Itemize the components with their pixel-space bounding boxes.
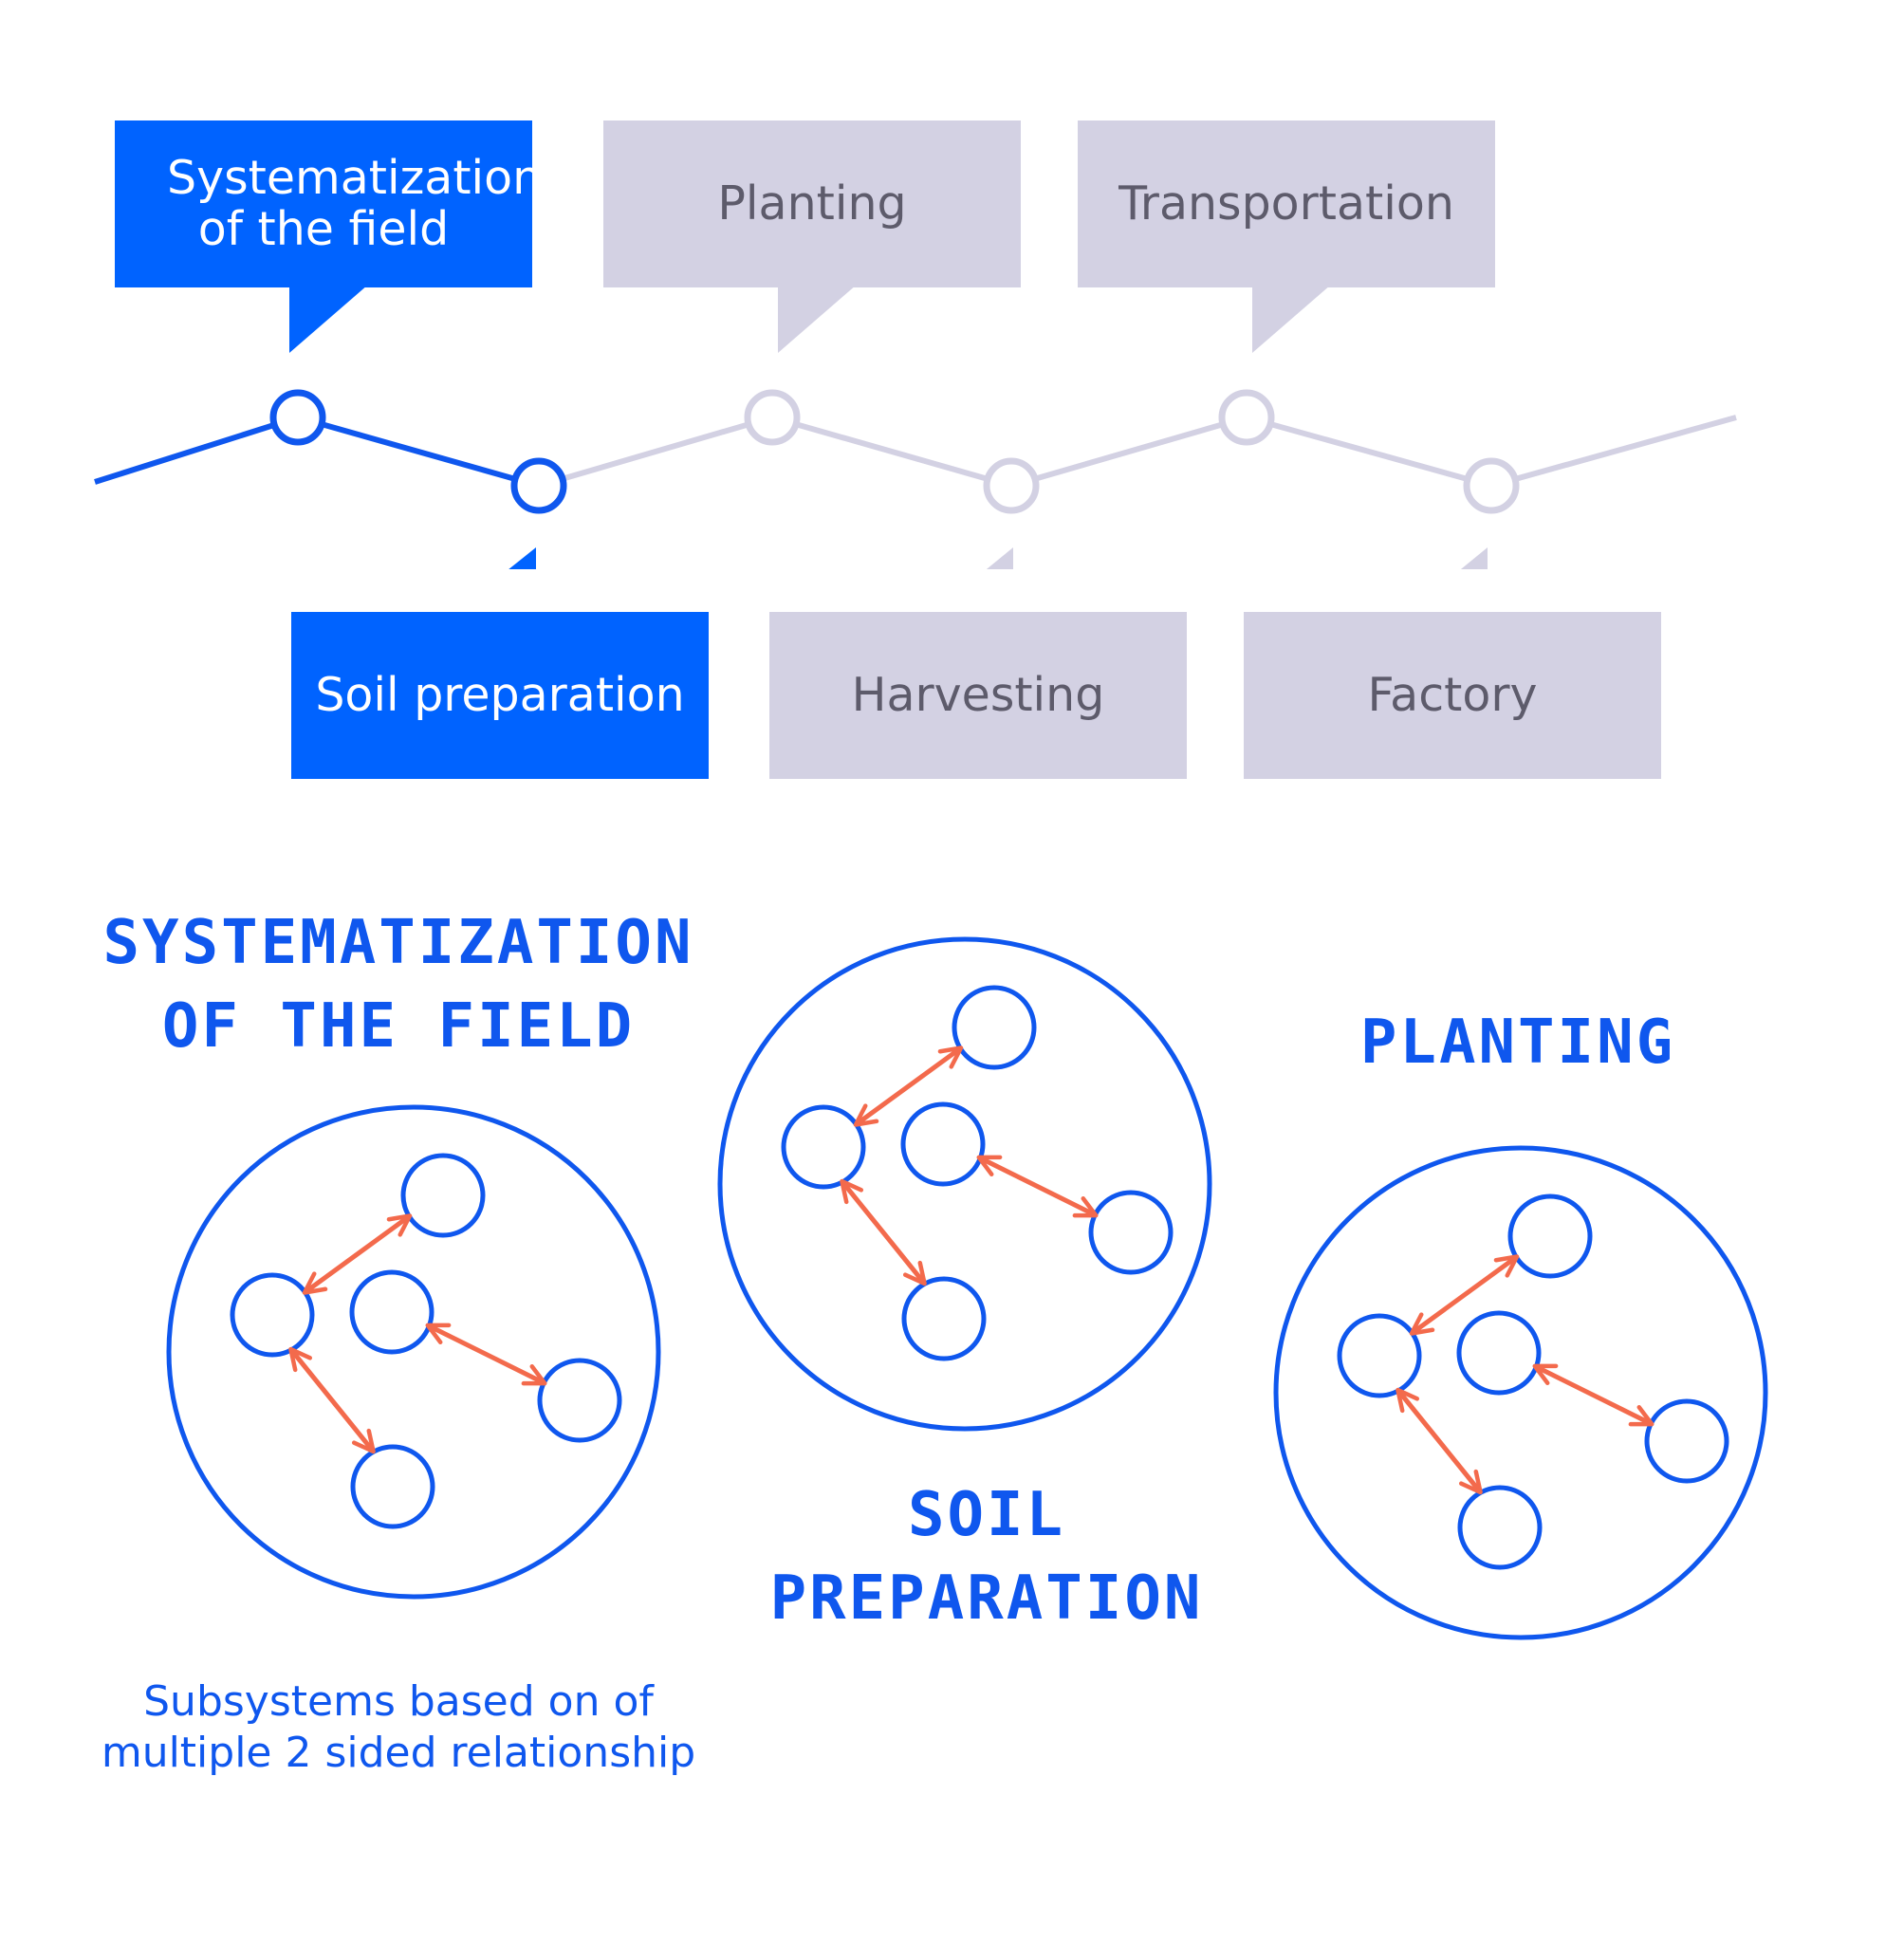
subsystem-node [537, 1358, 622, 1443]
timeline-node [510, 457, 567, 514]
stage-label: Harvesting [851, 668, 1105, 723]
relationship-arrow [425, 1323, 547, 1386]
caption-line: Subsystems based on of [143, 1677, 654, 1726]
stage-label: Factory [1367, 668, 1538, 723]
subsystem-node [1456, 1310, 1542, 1396]
subsystem-title-planting: PLANTING [1281, 1001, 1755, 1084]
stage-transportation: Transportation [1078, 120, 1495, 287]
relationship-arrow [1532, 1363, 1654, 1427]
bubble-tail [289, 285, 368, 353]
subsystem-node [1507, 1194, 1593, 1279]
stage-factory: Factory [1244, 612, 1661, 779]
caption-line: multiple 2 sided relationship [101, 1729, 696, 1777]
subsystems-caption: Subsystems based on of multiple 2 sided … [66, 1676, 730, 1779]
stage-planting: Planting [603, 120, 1021, 287]
stage-label: Planting [717, 176, 907, 231]
bubble-tail [1460, 547, 1488, 569]
timeline-segment [297, 415, 540, 489]
subsystem-node [900, 1101, 986, 1187]
timeline-node [744, 389, 801, 446]
bubble-tail [508, 547, 536, 569]
timeline-node [1463, 457, 1520, 514]
subsystem-boundary [166, 1104, 661, 1600]
subsystem-group-systematization [166, 1104, 661, 1600]
timeline-segment [1490, 415, 1737, 489]
subsystem-title-line: PREPARATION [769, 1564, 1204, 1634]
timeline-segment [1246, 415, 1492, 489]
timeline-segment [1010, 415, 1248, 489]
timeline-node [269, 389, 326, 446]
bubble-tail [778, 285, 857, 353]
subsystem-node [1457, 1485, 1543, 1570]
timeline-node [983, 457, 1040, 514]
subsystem-node [1088, 1190, 1174, 1275]
relationship-arrow [1409, 1254, 1520, 1336]
subsystem-title-soil-preparation: SOIL PREPARATION [702, 1473, 1271, 1640]
relationship-arrow [1396, 1387, 1483, 1495]
subsystem-node [781, 1104, 866, 1190]
bubble-tail [986, 547, 1013, 569]
subsystem-group-planting [1273, 1145, 1768, 1640]
subsystem-node [1644, 1398, 1729, 1484]
subsystem-node [349, 1269, 434, 1355]
relationship-arrow [853, 1046, 964, 1127]
relationship-arrow [288, 1346, 376, 1454]
subsystem-title-systematization: SYSTEMATIZATION OF THE FIELD [76, 901, 721, 1068]
relationship-arrow [302, 1213, 413, 1295]
subsystem-node [350, 1444, 435, 1529]
timeline-segment [94, 415, 299, 485]
stage-harvesting: Harvesting [769, 612, 1187, 779]
subsystem-title-line: OF THE FIELD [161, 991, 636, 1062]
stage-soil-preparation: Soil preparation [291, 612, 709, 779]
stage-systematization-of-the-field: Systematization of the field [115, 120, 543, 287]
subsystem-title-line: SOIL [907, 1480, 1066, 1550]
stage-label: Transportation [1118, 176, 1454, 231]
bubble-tail [1252, 285, 1331, 353]
subsystem-group-soil-preparation [717, 936, 1212, 1432]
relationship-arrow [840, 1178, 927, 1286]
stage-label: Soil preparation [315, 668, 685, 723]
subsystem-boundary [717, 936, 1212, 1432]
subsystem-title-line: PLANTING [1359, 1008, 1676, 1078]
subsystem-node [1337, 1313, 1422, 1398]
subsystem-node [400, 1153, 486, 1238]
subsystem-node [901, 1276, 987, 1361]
timeline-segment [771, 415, 1012, 489]
timeline-segment [538, 415, 773, 489]
relationship-arrow [976, 1155, 1099, 1218]
subsystem-boundary [1273, 1145, 1768, 1640]
subsystem-node [230, 1272, 315, 1358]
stage-label: Systematization of the field [167, 151, 543, 256]
subsystem-node [952, 985, 1037, 1070]
timeline [94, 285, 1737, 569]
timeline-node [1218, 389, 1275, 446]
subsystem-title-line: SYSTEMATIZATION [102, 908, 694, 978]
